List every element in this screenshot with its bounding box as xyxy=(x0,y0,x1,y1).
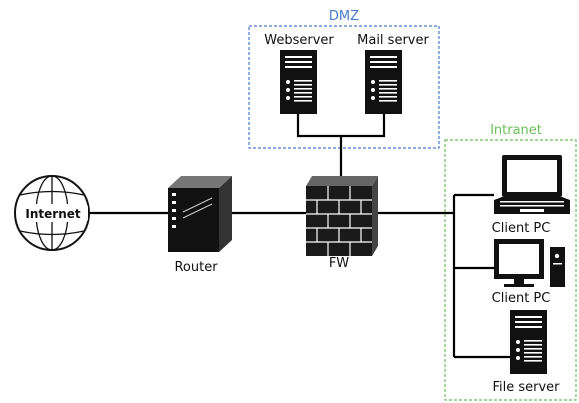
router-node: Router xyxy=(168,176,232,275)
server-tower-icon xyxy=(280,50,317,114)
internet-label: Internet xyxy=(25,207,80,221)
dmz-zone-box xyxy=(248,25,440,149)
file-server-node: File server xyxy=(492,310,560,395)
globe-icon xyxy=(14,175,90,251)
connection-lines xyxy=(90,114,510,359)
router-label: Router xyxy=(174,260,218,275)
mailserver-node: Mail server xyxy=(357,33,429,114)
mailserver-label: Mail server xyxy=(357,33,429,48)
file-server-label: File server xyxy=(492,380,560,395)
laptop-icon xyxy=(494,155,570,214)
firewall-label: FW xyxy=(329,256,349,271)
webserver-label: Webserver xyxy=(264,33,334,48)
webserver-node: Webserver xyxy=(264,33,334,114)
intranet-zone-label: Intranet xyxy=(490,123,542,138)
server-tower-icon xyxy=(365,50,402,114)
dmz-zone-label: DMZ xyxy=(329,9,359,24)
client-pc-1-label: Client PC xyxy=(492,221,551,236)
internet-node: Internet xyxy=(14,175,90,251)
server-tower-icon xyxy=(510,310,547,374)
client-pc-2-label: Client PC xyxy=(492,291,551,306)
router-icon xyxy=(168,176,232,252)
desktop-pc-icon xyxy=(494,239,565,287)
link-dmz-bus xyxy=(296,114,386,138)
client-pc-2-node: Client PC xyxy=(492,239,565,306)
firewall-node: FW xyxy=(306,176,378,271)
firewall-icon xyxy=(306,176,378,256)
client-pc-1-node: Client PC xyxy=(492,155,570,236)
intranet-zone-box xyxy=(444,139,577,401)
